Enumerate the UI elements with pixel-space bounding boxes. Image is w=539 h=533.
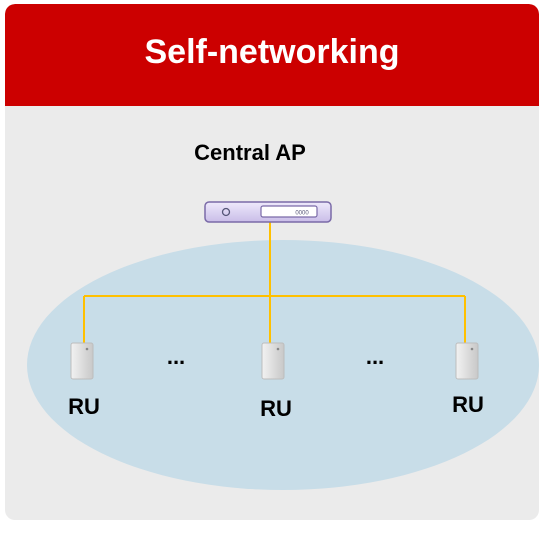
ru-label-left: RU (68, 394, 100, 419)
ru-device-icon-center (261, 342, 285, 380)
central-ap-icon: 0000 (204, 201, 332, 223)
svg-text:0000: 0000 (295, 211, 309, 217)
ellipsis-right: ... (366, 344, 384, 369)
central-ap-label: Central AP (194, 140, 306, 165)
ru-label-center: RU (260, 396, 292, 421)
link-lines (83, 220, 466, 345)
ru-label-right: RU (452, 392, 484, 417)
ru-device-icon-right (455, 342, 479, 380)
header-title: Self-networking (144, 33, 400, 71)
ellipsis-left: ... (167, 344, 185, 369)
ru-device-icon-left (70, 342, 94, 380)
header-banner: Self-networking (5, 4, 539, 106)
